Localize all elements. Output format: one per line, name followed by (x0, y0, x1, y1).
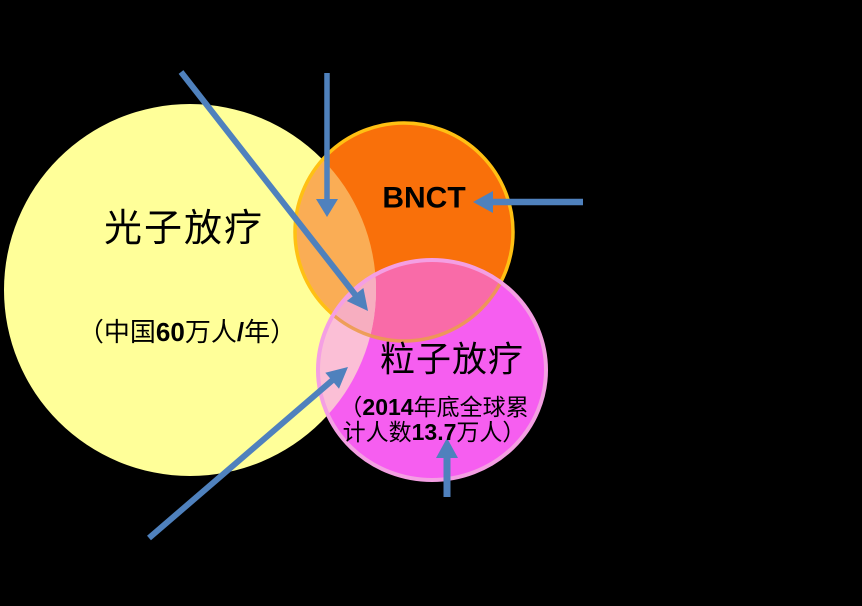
arrow-into-triple-overlap (178, 70, 368, 311)
arrow-head (316, 199, 338, 217)
arrow-head (325, 367, 348, 389)
particle-circle-label: 粒子放疗 (379, 340, 525, 381)
arrow-shaft (178, 70, 360, 299)
particle-sub2-close: 万人） (456, 420, 526, 446)
particle-sub1-open: （ (339, 394, 363, 421)
particle-sub2-number: 13.7 (411, 419, 457, 445)
photon-sub-mid: 万人 (184, 317, 237, 348)
arrow-shaft (147, 375, 337, 541)
particle-sublabel-line2: 计人数13.7万人） (339, 420, 528, 445)
arrow-into-photon-particle-overlap (147, 367, 348, 541)
photon-sub-slash: / (236, 316, 245, 347)
photon-circle (4, 104, 376, 476)
photon-circle-sublabel: （中国60万人/年） (77, 316, 297, 348)
particle-sub1-rest: 年底全球累 (413, 394, 529, 421)
bnct-border-through-particle (318, 260, 515, 343)
particle-circle-border (316, 258, 548, 482)
arrow-head (473, 191, 493, 213)
particle-circle-sublabel: （2014年底全球累 计人数13.7万人） (339, 395, 528, 445)
arrow-into-photon-bnct-overlap (316, 73, 338, 217)
particle-sublabel-line1: （2014年底全球累 (339, 395, 528, 420)
bnct-circle-label: BNCT (382, 181, 466, 215)
photon-sub-number: 60 (155, 316, 185, 347)
arrow-head (346, 288, 368, 311)
photon-sub-open: （中国 (77, 317, 156, 348)
photon-circle-label: 光子放疗 (103, 206, 265, 251)
particle-sub2-pre: 计人数 (342, 420, 412, 446)
particle-sub1-number: 2014 (362, 393, 414, 420)
arrow-into-particle-stats (436, 438, 458, 497)
arrow-head (436, 438, 458, 458)
arrow-to-bnct (473, 191, 583, 213)
photon-sub-close: 年） (244, 317, 297, 348)
